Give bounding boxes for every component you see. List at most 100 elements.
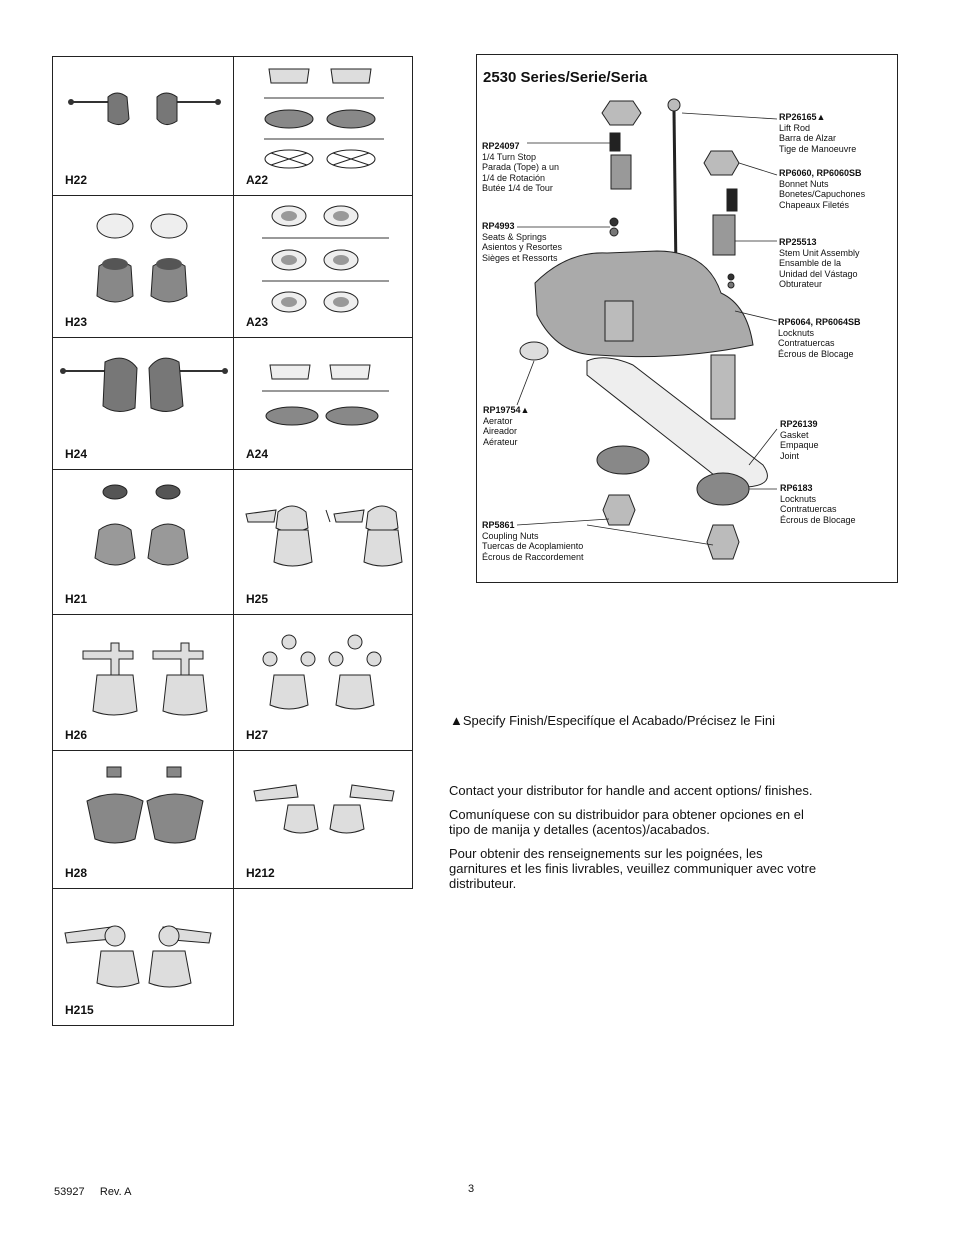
contact-spanish: Comuníquese con su distribuidor para obt… xyxy=(449,807,804,837)
handle-cell-a22: A22 xyxy=(233,56,413,196)
faucet-exploded-view xyxy=(516,98,778,560)
handle-illustration xyxy=(245,505,403,567)
accent-illustration xyxy=(262,364,389,426)
handle-illustration xyxy=(64,925,212,988)
part-desc: Chapeaux Filetés xyxy=(779,199,850,210)
part-desc: Tuercas de Acoplamiento xyxy=(482,541,584,551)
part-code: RP26165▲ xyxy=(779,112,826,122)
handle-illustration xyxy=(82,642,208,716)
handle-cell-a24: A24 xyxy=(233,337,413,470)
part-desc: Coupling Nuts xyxy=(482,530,539,541)
handle-code: H25 xyxy=(246,592,269,606)
part-desc: Parada (Tope) a un xyxy=(482,162,560,172)
part-code: RP26139 xyxy=(780,419,818,429)
parts-diagram: 2530 Series/Serie/Seria xyxy=(476,54,898,583)
contact-info: Contact your distributor for handle and … xyxy=(449,783,819,900)
handle-cell-h21: H21 xyxy=(52,469,234,615)
handle-code: H26 xyxy=(65,728,88,742)
handle-cell-h26: H26 xyxy=(52,614,234,751)
handle-cell-h28: H28 xyxy=(52,750,234,889)
callout-aerator: RP19754▲ Aerator Aireador Aérateur xyxy=(483,405,529,447)
handle-illustration xyxy=(86,766,204,844)
part-desc: Unidad del Vástago xyxy=(779,268,858,279)
part-desc: Écrous de Raccordement xyxy=(482,551,584,562)
callout-locknuts-lower: RP6183 Locknuts Contratuercas Écrous de … xyxy=(780,483,856,525)
handle-code: H21 xyxy=(65,592,88,606)
handle-cell-h25: H25 xyxy=(233,469,413,615)
handle-code: H23 xyxy=(65,315,88,329)
part-code: RP24097 xyxy=(482,141,520,151)
page-number: 3 xyxy=(468,1183,475,1195)
handle-illustration xyxy=(68,92,221,125)
part-desc: 1/4 Turn Stop xyxy=(482,151,537,162)
part-desc: Empaque xyxy=(780,440,819,450)
handle-code: H22 xyxy=(65,173,88,187)
handle-cell-h27: H27 xyxy=(233,614,413,751)
finish-note: ▲Specify Finish/Especifíque el Acabado/P… xyxy=(450,713,776,728)
callout-coupling-nuts: RP5861 Coupling Nuts Tuercas de Acoplami… xyxy=(482,520,584,562)
document-number: 53927 Rev. A xyxy=(54,1186,132,1198)
callout-stem-unit: RP25513 Stem Unit Assembly Ensamble de l… xyxy=(779,237,860,290)
part-desc: Aerator xyxy=(483,415,513,426)
accent-illustration xyxy=(262,205,389,313)
part-desc: Aireador xyxy=(483,426,518,436)
part-desc: Seats & Springs xyxy=(482,231,547,242)
part-desc: Butée 1/4 de Tour xyxy=(482,183,553,193)
handle-illustration xyxy=(253,784,395,834)
part-desc: Écrous de Blocage xyxy=(780,514,856,525)
part-desc: Gasket xyxy=(780,429,809,440)
part-desc: Contratuercas xyxy=(780,504,837,514)
handle-illustration xyxy=(262,634,382,710)
part-code: RP19754▲ xyxy=(483,405,530,415)
handle-cell-h22: H22 xyxy=(52,56,234,196)
handle-code: A22 xyxy=(246,173,269,187)
handle-code: H215 xyxy=(65,1003,94,1017)
part-desc: Locknuts xyxy=(778,327,815,338)
part-desc: Ensamble de la xyxy=(779,258,842,268)
callout-lift-rod: RP26165▲ Lift Rod Barra de Alzar Tige de… xyxy=(779,112,856,154)
part-desc: Écrous de Blocage xyxy=(778,348,854,359)
part-desc: Asientos y Resortes xyxy=(482,242,563,252)
handle-code: H27 xyxy=(246,728,269,742)
callout-locknuts-upper: RP6064, RP6064SB Locknuts Contratuercas … xyxy=(778,317,861,359)
diagram-title: 2530 Series/Serie/Seria xyxy=(483,69,648,86)
part-code: RP6183 xyxy=(780,483,813,493)
callout-seats-springs: RP4993 Seats & Springs Asientos y Resort… xyxy=(482,221,562,263)
callout-bonnet-nuts: RP6060, RP6060SB Bonnet Nuts Bonetes/Cap… xyxy=(779,168,865,210)
part-desc: Stem Unit Assembly xyxy=(779,247,860,258)
handle-cell-a23: A23 xyxy=(233,195,413,338)
handle-code: H28 xyxy=(65,866,88,880)
handle-code: A24 xyxy=(246,447,269,461)
part-desc: Obturateur xyxy=(779,279,823,289)
handle-cell-h24: H24 xyxy=(52,337,234,470)
part-desc: Tige de Manoeuvre xyxy=(779,143,857,154)
part-code: RP25513 xyxy=(779,237,817,247)
handle-illustration xyxy=(96,213,188,303)
handle-cell-h212: H212 xyxy=(233,750,413,889)
part-desc: Bonetes/Capuchones xyxy=(779,189,866,199)
handle-cell-h215: H215 xyxy=(52,888,234,1026)
accent-illustration xyxy=(264,68,384,169)
handle-illustration xyxy=(60,357,228,412)
handle-illustration xyxy=(94,484,189,566)
part-desc: Bonnet Nuts xyxy=(779,178,829,189)
contact-english: Contact your distributor for handle and … xyxy=(449,783,813,798)
part-code: RP6064, RP6064SB xyxy=(778,317,861,327)
handle-code: A23 xyxy=(246,315,269,329)
part-desc: Joint xyxy=(780,450,800,461)
part-code: RP6060, RP6060SB xyxy=(779,168,862,178)
handle-code: H24 xyxy=(65,447,88,461)
part-code: RP4993 xyxy=(482,221,515,231)
handle-code: H212 xyxy=(246,866,275,880)
part-desc: Contratuercas xyxy=(778,338,835,348)
part-desc: Aérateur xyxy=(483,436,518,447)
part-desc: Barra de Alzar xyxy=(779,133,837,143)
callout-gasket: RP26139 Gasket Empaque Joint xyxy=(780,419,819,461)
part-desc: Sièges et Ressorts xyxy=(482,252,558,263)
callout-turn-stop: RP24097 1/4 Turn Stop Parada (Tope) a un… xyxy=(482,141,559,194)
part-code: RP5861 xyxy=(482,520,515,530)
handle-cell-h23: H23 xyxy=(52,195,234,338)
contact-french: Pour obtenir des renseignements sur les … xyxy=(449,846,817,891)
part-desc: 1/4 de Rotación xyxy=(482,172,546,183)
part-desc: Lift Rod xyxy=(779,122,811,133)
